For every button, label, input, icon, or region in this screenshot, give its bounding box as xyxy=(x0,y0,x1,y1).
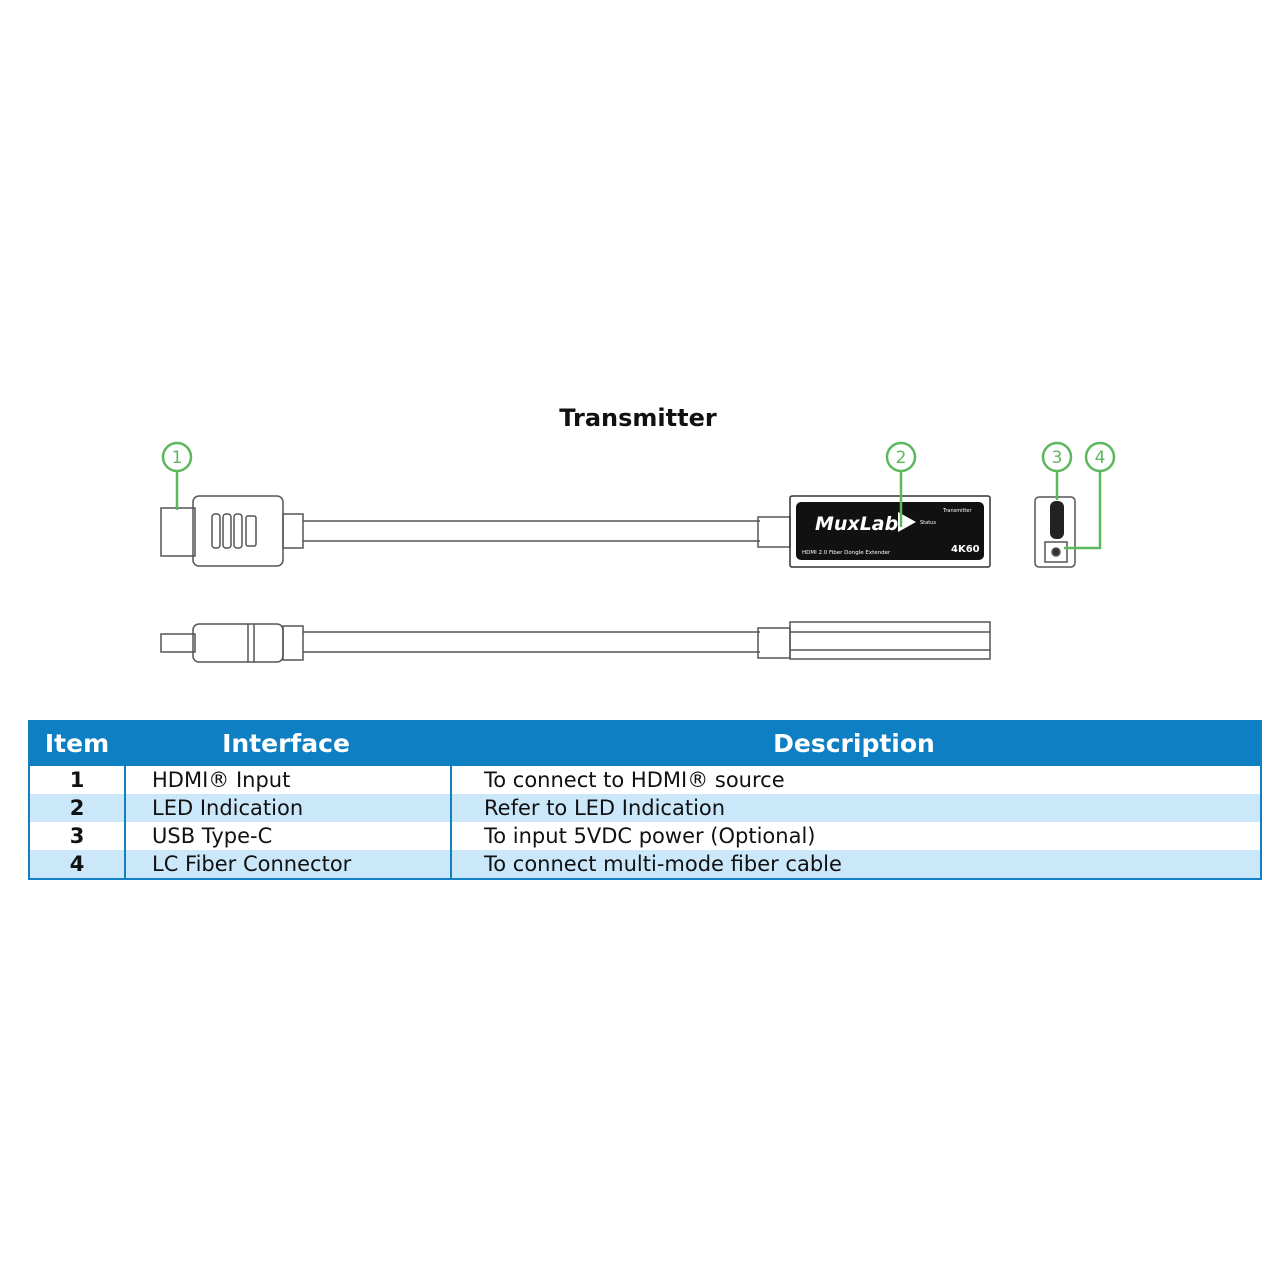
cell-interface: USB Type-C xyxy=(126,822,452,850)
callout-4: 4 xyxy=(1095,448,1106,468)
cell-item: 3 xyxy=(30,822,126,850)
header-interface: Interface xyxy=(222,728,350,758)
cell-interface: HDMI® Input xyxy=(126,766,452,794)
callout-1: 1 xyxy=(172,448,183,468)
callout-2: 2 xyxy=(896,448,907,468)
cell-item: 2 xyxy=(30,794,126,822)
svg-text:4K60: 4K60 xyxy=(951,544,980,555)
header-item: Item xyxy=(44,728,110,758)
diagram-title: Transmitter xyxy=(559,404,717,432)
transmitter-body: MuxLab Status Transmitter HDMI 2.0 Fiber… xyxy=(789,495,991,568)
table-header: Item Interface Description xyxy=(30,720,1260,766)
cell-item: 1 xyxy=(30,766,126,794)
svg-text:Transmitter: Transmitter xyxy=(942,508,972,514)
cell-description: To connect to HDMI® source xyxy=(484,768,785,792)
brand-logo: MuxLab xyxy=(815,513,898,535)
callouts xyxy=(161,441,1116,550)
cell-description: To connect multi-mode fiber cable xyxy=(484,852,842,876)
cell-description: Refer to LED Indication xyxy=(484,796,726,820)
status-led-icon xyxy=(898,512,916,532)
cell-item: 4 xyxy=(30,850,126,878)
transmitter-end-view xyxy=(1034,496,1076,568)
cell-interface: LC Fiber Connector xyxy=(126,850,452,878)
hdmi-connector-top xyxy=(160,495,791,567)
transmitter-diagram: MuxLab Status Transmitter HDMI 2.0 Fiber… xyxy=(160,441,1116,663)
svg-text:Status: Status xyxy=(920,520,936,526)
cell-description: To input 5VDC power (Optional) xyxy=(484,824,816,848)
callout-3: 3 xyxy=(1052,448,1063,468)
cell-interface: LED Indication xyxy=(126,794,452,822)
side-view xyxy=(160,621,991,663)
svg-text:HDMI 2.0 Fiber Dongle Extender: HDMI 2.0 Fiber Dongle Extender xyxy=(802,550,891,556)
header-description: Description xyxy=(773,728,935,758)
